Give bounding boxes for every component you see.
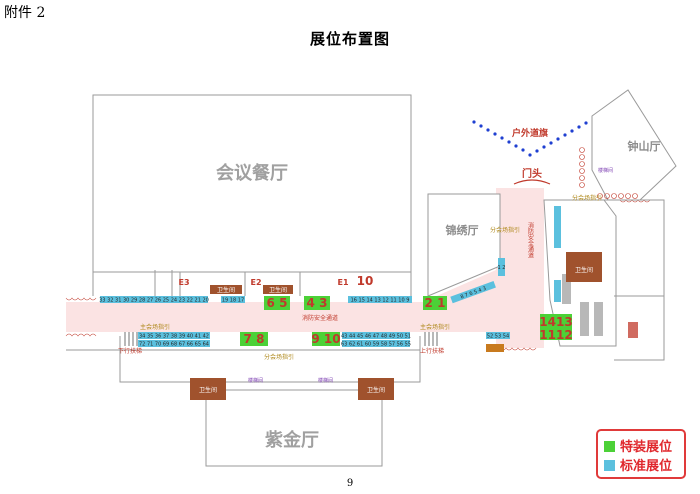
guidance-main-left: 主会场指引	[140, 323, 170, 331]
special-booth-2-1: 2 1	[423, 296, 447, 310]
standard-row-bottom-a: 34 35 36 37 38 39 40 41 42 72 71 70 69 6…	[138, 332, 210, 348]
fire-lane-label: 消防安全通道	[302, 314, 338, 322]
svg-text:33 32 31 30 29 28 27 26 25 24: 33 32 31 30 29 28 27 26 25 24 23 22 21 2…	[99, 298, 209, 304]
restroom-2: 卫生间	[263, 285, 293, 294]
small-booth-orange	[486, 344, 504, 352]
escalator-up: 上行扶梯	[420, 332, 444, 355]
banquet-hall	[92, 94, 412, 273]
east-booth-e2: E2	[250, 278, 261, 287]
legend-special-swatch	[604, 441, 615, 452]
standard-row-bottom-b: 43 44 45 46 47 48 49 50 51 63 62 61 60 5…	[341, 332, 411, 348]
standard-row-top-mid: 19 18 17	[221, 296, 245, 304]
special-booth-10-top: 10	[357, 274, 374, 288]
banquet-hall-label: 会议餐厅	[216, 162, 288, 184]
special-booth-9-10: 9 10	[311, 332, 341, 346]
east-booth-e3: E3	[178, 278, 189, 287]
svg-text:1112: 1112	[539, 328, 572, 342]
restroom-3: 卫生间	[566, 252, 602, 282]
svg-text:卫生间: 卫生间	[367, 386, 385, 394]
small-booth-violet	[628, 322, 638, 338]
standard-row-bottom-c: 52 53 54	[486, 332, 510, 340]
page-title: 展位布置图	[309, 30, 390, 48]
svg-text:63 62 61 60 59 58 57 56 55: 63 62 61 60 59 58 57 56 55	[341, 342, 411, 348]
east-stairs	[562, 274, 603, 336]
entrance-arc	[513, 179, 551, 185]
zijin-hall	[205, 389, 383, 467]
standard-booths-east-column	[554, 206, 561, 302]
svg-text:19 18 17: 19 18 17	[222, 298, 244, 304]
guidance-branch-bottom: 分会场指引	[264, 353, 294, 361]
guidance-main-right: 主会场指引	[420, 323, 450, 331]
svg-text:34 35 36 37 38 39 40 41 42: 34 35 36 37 38 39 40 41 42	[139, 334, 209, 340]
legend-standard-swatch	[604, 460, 615, 471]
fire-lane	[66, 188, 544, 348]
special-booth-7-8: 7 8	[240, 332, 268, 346]
stair-label-3: 楼梯间	[598, 167, 613, 174]
svg-text:卫生间: 卫生间	[575, 266, 593, 274]
svg-text:2 1: 2 1	[425, 296, 446, 310]
guidance-branch-right: 分会场指引	[572, 194, 602, 202]
svg-text:16 15 14 13 12 11 10 9: 16 15 14 13 12 11 10 9	[351, 298, 410, 304]
legend-special: 特装展位	[604, 436, 672, 455]
stair-label-2: 楼梯间	[318, 377, 333, 384]
standard-row-top-left: 33 32 31 30 29 28 27 26 25 24 23 22 21 2…	[99, 296, 209, 304]
east-outer	[614, 295, 665, 361]
special-booth-14-13-11-12: 1413 1112	[539, 314, 573, 342]
svg-text:9 10: 9 10	[311, 332, 340, 346]
standard-row-top-right: 16 15 14 13 12 11 10 9	[348, 296, 412, 304]
svg-text:43 44 45 46 47 48 49 50 51: 43 44 45 46 47 48 49 50 51	[341, 334, 411, 340]
svg-text:7 8: 7 8	[244, 332, 265, 346]
legend: 特装展位 标准展位	[596, 429, 686, 479]
svg-text:卫生间: 卫生间	[217, 286, 235, 294]
east-booth-e1: E1	[337, 278, 348, 287]
svg-text:下行扶梯: 下行扶梯	[118, 347, 142, 355]
guidance-branch-mid: 分会场指引	[490, 226, 520, 234]
special-booth-6-5: 6 5	[264, 296, 290, 310]
svg-text:卫生间: 卫生间	[269, 286, 287, 294]
outdoor-flags	[472, 120, 588, 157]
fire-lane-vertical-label: 消防安全通道	[527, 221, 534, 259]
stair-label: 楼梯间	[248, 377, 263, 384]
svg-text:1413: 1413	[539, 315, 572, 329]
restroom-1: 卫生间	[210, 285, 242, 294]
restroom-5: 卫生间	[358, 378, 394, 400]
standard-row-vertical: 1 2	[498, 258, 506, 276]
restroom-4: 卫生间	[190, 378, 226, 400]
svg-text:卫生间: 卫生间	[199, 386, 217, 394]
jinxiu-hall-label: 锦绣厅	[446, 223, 479, 237]
zhongshan-hall-label: 钟山厅	[628, 139, 661, 153]
svg-text:6 5: 6 5	[267, 296, 288, 310]
special-booth-4-3: 4 3	[304, 296, 330, 310]
attachment-label: 附件 2	[4, 5, 46, 21]
legend-special-label: 特装展位	[620, 440, 673, 455]
entrance-label: 门头	[522, 167, 542, 180]
svg-text:1 2: 1 2	[498, 265, 506, 271]
svg-text:上行扶梯: 上行扶梯	[420, 347, 444, 355]
svg-text:4 3: 4 3	[307, 296, 328, 310]
svg-text:72 71 70 69 68 67 66 65 64: 72 71 70 69 68 67 66 65 64	[139, 342, 209, 348]
zhongshan-markers	[579, 147, 638, 199]
legend-standard: 标准展位	[604, 455, 672, 474]
escalator-down: 下行扶梯	[118, 332, 142, 355]
outdoor-flags-label: 户外道旗	[512, 127, 548, 139]
zijin-hall-label: 紫金厅	[265, 429, 319, 451]
page-number: 9	[346, 478, 354, 489]
svg-text:52 53 54: 52 53 54	[487, 334, 509, 340]
legend-standard-label: 标准展位	[620, 459, 673, 474]
